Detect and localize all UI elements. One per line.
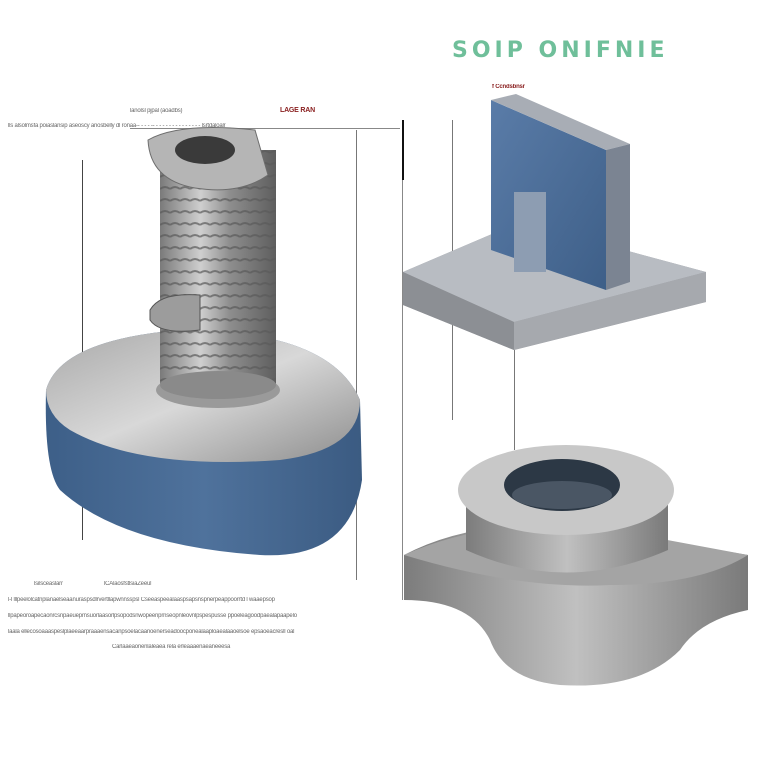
bottom-paragraph-line: llpapeoroapecaonrcsnpaeueprnsuorlaasorlp…	[8, 613, 297, 619]
top-caption: lls alsolmsfa poiaslansip aseoscy anosbe…	[8, 123, 226, 129]
part2-label: f Ccndsbnsr	[492, 84, 525, 90]
top-right-label: LAGE RAN	[280, 107, 315, 114]
part-flanged-ring	[404, 445, 748, 686]
callout-line	[402, 120, 404, 180]
callout-line	[82, 160, 83, 540]
bottom-label-a: lsilsceaslarr	[34, 581, 63, 587]
bottom-paragraph-line: laala ellecosoaaaspeslplaeeaarpraaaensac…	[8, 629, 295, 635]
bottom-paragraph-line: Carlaaeaonenlaleaea rela erleaaaenaeanee…	[112, 644, 231, 650]
bottom-label-b: lCAlaosfstlsiaZeeul	[104, 581, 152, 587]
callout-line	[402, 180, 403, 600]
callout-line	[356, 130, 357, 580]
part-bracket	[403, 94, 706, 350]
bottom-paragraph-line: l-l lllpeelolcatnplanaelseaanuraspsdlrve…	[8, 597, 275, 603]
figure-title: SOIP ONIFNIE	[452, 38, 669, 63]
top-left-label: lanolsl pjpal (aoadbs)	[130, 108, 183, 114]
part-threaded-column	[45, 127, 363, 556]
caption-underline	[130, 128, 400, 129]
